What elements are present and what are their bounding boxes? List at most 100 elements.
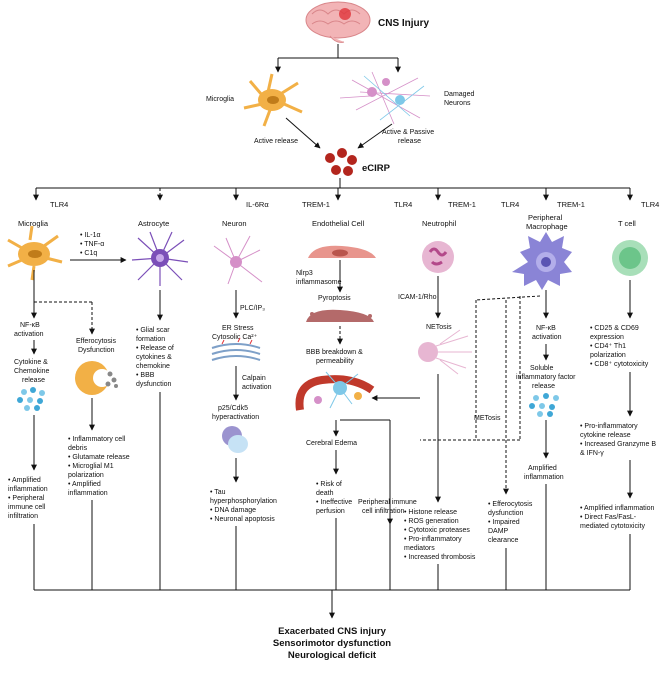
pyroptosis-icon (306, 309, 374, 322)
neuron-plc-label: PLC/IP₃ (240, 305, 265, 312)
effero-outcome-7: inflammation (68, 490, 108, 497)
microglia-top-icon (243, 73, 303, 127)
neuron-outcome-2: hyperphosphorylation (210, 498, 277, 505)
macrophage-cell-icon (512, 232, 572, 290)
macrophage-nfkb-2: activation (532, 334, 562, 341)
microglia-nfkb-2: activation (14, 331, 44, 338)
receptor-tlr4-4: TLR4 (641, 200, 659, 209)
macrophage-effero-2: dysfunction (488, 510, 524, 517)
neutrophil-cell-icon (422, 241, 454, 273)
peripheral-infiltration-2: cell infiltration (362, 508, 405, 515)
receptor-trem1-3: TREM-1 (557, 200, 585, 209)
nlrp3-1: Nlrp3 (296, 270, 313, 277)
astrocyte-outcome-2: formation (136, 336, 165, 343)
astrocyte-outcome-3: • Release of (136, 345, 174, 352)
neuron-outcome-1: • Tau (210, 489, 226, 496)
macrophage-effero-3: • Impaired (488, 519, 520, 526)
vesicles-icon (17, 387, 45, 411)
efferocytosis-icon (75, 361, 118, 395)
receptor-tlr4-3: TLR4 (501, 200, 519, 209)
tcell-release-4: & IFN-γ (580, 450, 604, 457)
astrocyte-outcome-4: cytokines & (136, 354, 172, 361)
tcell-markers-5: • CD8⁺ cytotoxicity (590, 361, 649, 368)
tcell-release-2: cytokine release (580, 432, 631, 439)
microglia-cell-icon (7, 225, 63, 281)
receptor-trem1-1: TREM-1 (302, 200, 330, 209)
microglia-outcome-1: • Amplified (8, 477, 41, 484)
macrophage-vesicles-icon (529, 393, 559, 417)
bbb-breakdown-icon (295, 371, 375, 411)
ecirp-molecules-icon (325, 148, 357, 176)
soluble-2: inflammatory factor (516, 374, 576, 381)
tcell-markers-3: • CD4⁺ Th1 (590, 343, 626, 350)
active-release-label: Active release (254, 138, 298, 145)
final-outcome-1: Exacerbated CNS injury (278, 626, 386, 637)
efferocytosis-label-2: Dysfunction (78, 347, 115, 354)
tcell-outcome-3: mediated cytotoxicity (580, 523, 645, 530)
tcell-outcome-2: • Direct Fas/FasL- (580, 514, 637, 521)
edema-outcome-4: perfusion (316, 508, 345, 515)
astrocyte-outcome-1: • Glial scar (136, 327, 170, 334)
cdk5-2: hyperactivation (212, 414, 259, 421)
efferocytosis-label-1: Efferocytosis (76, 338, 116, 345)
neutrophil-outcome-6: • Increased thrombosis (404, 554, 476, 561)
microglia-outcome-3: • Peripheral (8, 495, 45, 502)
effero-outcome-4: • Microglial M1 (68, 463, 114, 470)
microglia-cytokine-3: • C1q (80, 250, 97, 257)
cytokine-release-2: Chemokine (14, 368, 50, 375)
edema-outcome-2: death (316, 490, 334, 497)
effero-outcome-2: debris (68, 445, 88, 452)
receptor-trem1-2: TREM-1 (448, 200, 476, 209)
netosis-icon (418, 329, 472, 375)
cell-tcell-label: T cell (618, 219, 636, 228)
icam-label: ICAM-1/Rho (398, 294, 437, 301)
metosis-label: METosis (474, 415, 501, 422)
receptor-tlr4-1: TLR4 (50, 200, 68, 209)
macrophage-amplified-2: inflammation (524, 474, 564, 481)
bbb-1: BBB breakdown & (306, 349, 363, 356)
neuron-outcome-4: • Neuronal apoptosis (210, 516, 275, 523)
final-outcome-3: Neurological deficit (288, 650, 377, 661)
damaged-neurons-label-2: Neurons (444, 100, 471, 107)
microglia-outcome-4: immune cell (8, 504, 46, 511)
neutrophil-outcome-2: • ROS generation (404, 518, 459, 525)
neutrophil-outcome-4: • Pro-inflammatory (404, 536, 462, 543)
astrocyte-outcome-7: dysfunction (136, 381, 172, 388)
receptor-il6ra: IL-6Rα (246, 200, 269, 209)
microglia-top-label: Microglia (206, 96, 234, 103)
damaged-neurons-label-1: Damaged (444, 91, 474, 98)
tcell-markers-2: expression (590, 334, 624, 341)
edema-outcome-1: • Risk of (316, 481, 342, 488)
cdk5-1: p25/Cdk5 (218, 405, 248, 412)
cytokine-release-3: release (22, 377, 45, 384)
peripheral-infiltration-1: Peripheral immune (358, 499, 417, 506)
arrow (285, 117, 321, 149)
microglia-nfkb-1: NF-κB (20, 322, 40, 329)
pyroptosis-label: Pyroptosis (318, 295, 351, 302)
endothelial-cell-icon (308, 245, 376, 258)
cerebral-edema-label: Cerebral Edema (306, 440, 357, 447)
neutrophil-outcome-5: mediators (404, 545, 435, 552)
cell-microglia-label: Microglia (18, 219, 49, 228)
netosis-label: NETosis (426, 324, 452, 331)
astrocyte-outcome-6: • BBB (136, 372, 155, 379)
astrocyte-outcome-5: chemokine (136, 363, 170, 370)
cytokine-release-1: Cytokine & (14, 359, 48, 366)
macrophage-nfkb-1: NF-κB (536, 325, 556, 332)
effero-outcome-5: polarization (68, 472, 104, 479)
tcell-markers-4: polarization (590, 352, 626, 359)
neutrophil-outcome-1: • Histone release (404, 509, 457, 516)
arrow (357, 123, 393, 149)
neuron-outcome-3: • DNA damage (210, 507, 256, 514)
tcell-release-3: • Increased Granzyme B (580, 441, 656, 448)
receptor-tlr4-2: TLR4 (394, 200, 412, 209)
brain-icon (305, 1, 371, 43)
nlrp3-2: inflammasome (296, 279, 342, 286)
calpain-1: Calpain (242, 375, 266, 382)
cell-neutrophil-label: Neutrophil (422, 219, 457, 228)
cdk5-icon (222, 426, 248, 453)
macrophage-amplified-1: Amplified (528, 465, 557, 472)
effero-outcome-3: • Glutamate release (68, 454, 130, 461)
